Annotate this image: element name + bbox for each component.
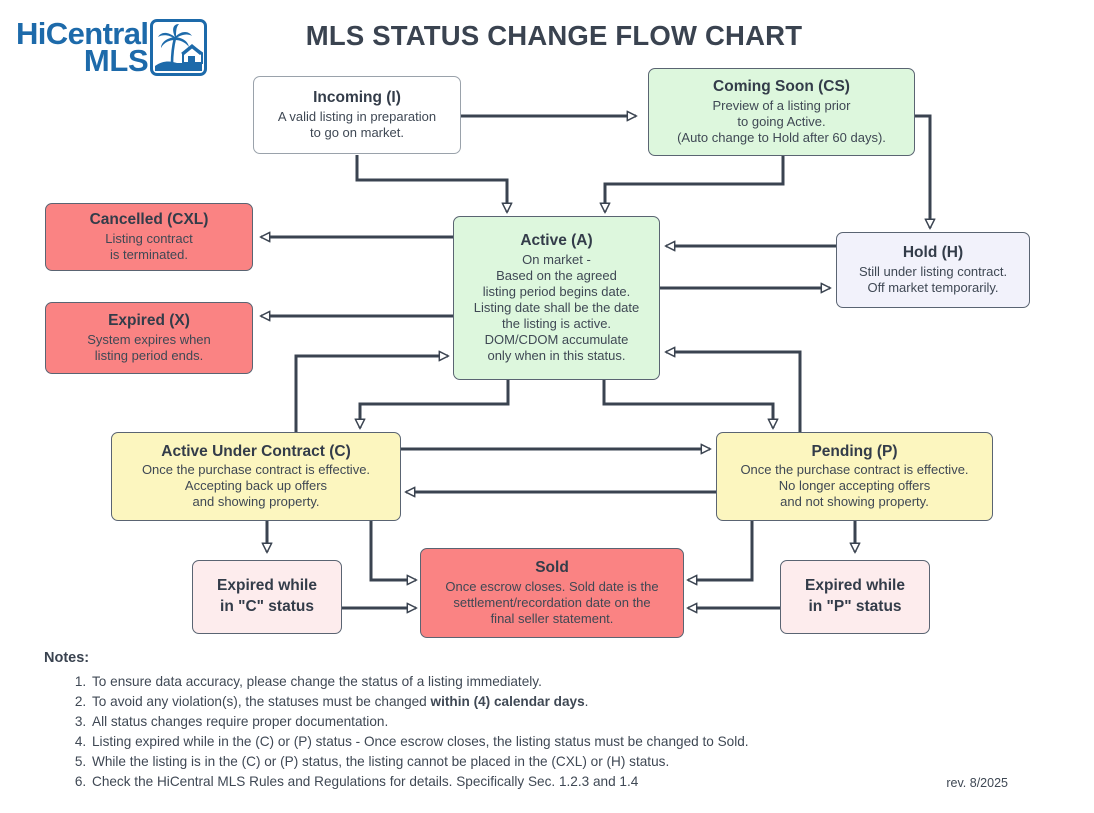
node-sold-body: Once escrow closes. Sold date is the set…	[445, 578, 659, 626]
note-item-emphasis: within (4) calendar days	[430, 693, 585, 709]
notes-list: To ensure data accuracy, please change t…	[44, 672, 1054, 792]
revision-label: rev. 8/2025	[946, 776, 1008, 790]
node-auc-title: Active Under Contract (C)	[161, 442, 351, 460]
node-coming-soon[interactable]: Coming Soon (CS) Preview of a listing pr…	[648, 68, 915, 156]
node-cancelled-body: Listing contract is terminated.	[105, 230, 193, 262]
node-expired-in-c[interactable]: Expired while in "C" status	[192, 560, 342, 634]
node-sold-title: Sold	[535, 559, 569, 577]
node-pending[interactable]: Pending (P) Once the purchase contract i…	[716, 432, 993, 521]
notes-heading: Notes:	[44, 650, 90, 666]
notes-section: Notes: To ensure data accuracy, please c…	[44, 650, 1054, 792]
node-cancelled-title: Cancelled (CXL)	[89, 211, 209, 229]
node-expired-in-p-title: Expired while in "P" status	[805, 577, 905, 615]
palm-tree-house-icon	[150, 18, 208, 76]
logo-line-1: HiCentral	[16, 15, 149, 51]
node-incoming-title: Incoming (I)	[313, 89, 401, 107]
node-hold[interactable]: Hold (H) Still under listing contract. O…	[836, 232, 1030, 308]
node-active-title: Active (A)	[520, 232, 593, 250]
note-item: All status changes require proper docume…	[90, 712, 1054, 732]
node-expired-body: System expires when listing period ends.	[87, 331, 211, 363]
note-item: To avoid any violation(s), the statuses …	[90, 692, 1054, 712]
node-active-under-contract[interactable]: Active Under Contract (C) Once the purch…	[111, 432, 401, 521]
note-item: Check the HiCentral MLS Rules and Regula…	[90, 772, 1054, 792]
node-sold[interactable]: Sold Once escrow closes. Sold date is th…	[420, 548, 684, 638]
node-active[interactable]: Active (A) On market - Based on the agre…	[453, 216, 660, 380]
node-coming-soon-title: Coming Soon (CS)	[713, 78, 850, 96]
node-hold-body: Still under listing contract. Off market…	[858, 263, 1008, 295]
note-item: Listing expired while in the (C) or (P) …	[90, 732, 1054, 752]
node-pending-body: Once the purchase contract is effective.…	[740, 462, 969, 510]
node-expired-in-p[interactable]: Expired while in "P" status	[780, 560, 930, 634]
node-auc-body: Once the purchase contract is effective.…	[141, 462, 371, 510]
page-title: MLS STATUS CHANGE FLOW CHART	[305, 20, 803, 51]
node-expired-title: Expired (X)	[108, 312, 190, 330]
note-item: While the listing is in the (C) or (P) s…	[90, 752, 1054, 772]
node-hold-title: Hold (H)	[902, 244, 964, 262]
node-cancelled[interactable]: Cancelled (CXL) Listing contract is term…	[45, 203, 253, 271]
logo-wordmark: HiCentral MLS	[16, 15, 149, 78]
node-incoming[interactable]: Incoming (I) A valid listing in preparat…	[253, 76, 461, 154]
node-coming-soon-body: Preview of a listing prior to going Acti…	[677, 97, 886, 145]
node-active-body: On market - Based on the agreed listing …	[473, 252, 640, 363]
logo-line-2: MLS	[83, 43, 149, 78]
note-item: To ensure data accuracy, please change t…	[90, 672, 1054, 692]
node-expired[interactable]: Expired (X) System expires when listing …	[45, 302, 253, 374]
hicentral-mls-logo: HiCentral MLS	[16, 16, 232, 78]
node-incoming-body: A valid listing in preparation to go on …	[277, 108, 437, 140]
node-expired-in-c-title: Expired while in "C" status	[217, 577, 317, 615]
node-pending-title: Pending (P)	[811, 442, 898, 460]
